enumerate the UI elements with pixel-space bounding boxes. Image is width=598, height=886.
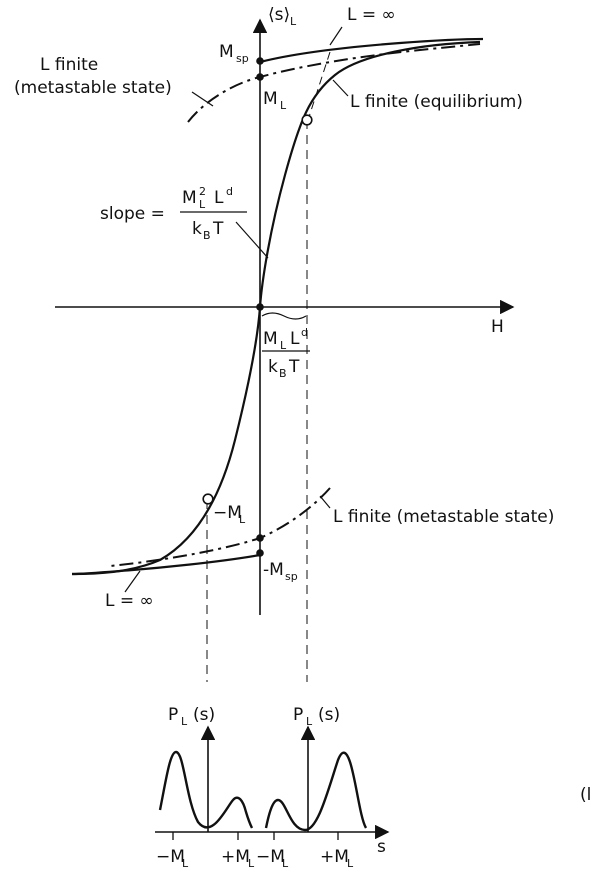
tick-label-neg-ml-1: −M (156, 847, 185, 867)
slope-den-sub: B (203, 229, 211, 242)
brace-field-width (261, 312, 307, 320)
point-neg-m-sp (256, 549, 264, 557)
tick-label-pos-ml-2: +M (320, 847, 349, 867)
slope-num-l: L (214, 188, 224, 208)
leader-metastable-bottom (319, 495, 331, 509)
curve-metastable-bottom (109, 487, 331, 567)
label-m-sp-sub: sp (236, 52, 249, 65)
tick-label-pos-ml-1-sub: L (248, 857, 255, 870)
axis-label-y: ⟨s⟩ (268, 5, 290, 25)
dashed-l-infinity-top (307, 51, 331, 121)
axis-label-y-sub: L (290, 15, 297, 28)
leader-metastable-top (191, 91, 214, 107)
label-s-axis: s (377, 837, 386, 857)
label-m-l: M (263, 89, 278, 109)
label-pl-left-sub: L (181, 715, 188, 728)
slope-num-sub: L (199, 198, 206, 211)
tick-label-pos-ml-2-sub: L (347, 857, 354, 870)
curve-metastable-top (187, 43, 481, 123)
label-neg-m-sp-sub: sp (285, 570, 298, 583)
label-m-l-sub: L (280, 99, 287, 112)
label-neg-m-sp: -M (263, 560, 284, 580)
tick-label-neg-ml-1-sub: L (182, 857, 189, 870)
label-l-finite-metastable-bottom: L finite (metastable state) (333, 507, 554, 527)
label-l-finite-metastable-top-2: (metastable state) (14, 78, 172, 98)
curve-l-finite-equilibrium (71, 40, 481, 576)
panel-letter: (l (580, 785, 591, 805)
point-m-l (256, 73, 264, 81)
field-den-sub: B (279, 367, 287, 380)
axis-label-x: H (491, 317, 504, 337)
leader-l-infinity-top (329, 26, 343, 46)
tick-label-neg-ml-2: −M (256, 847, 285, 867)
label-m-sp: M (219, 42, 234, 62)
open-point-top (301, 114, 313, 126)
label-l-infinity-top: L = ∞ (347, 5, 396, 25)
slope-den-t: T (212, 219, 224, 239)
label-neg-m-l: −M (213, 503, 242, 523)
label-pl-right: P (293, 705, 303, 725)
field-num-m: M (263, 329, 278, 349)
label-neg-m-l-sub: L (239, 513, 246, 526)
distribution-left (158, 750, 254, 829)
field-num-sub: L (280, 339, 287, 352)
leader-equilibrium (332, 79, 349, 97)
leader-slope (235, 221, 269, 259)
label-l-infinity-bottom: L = ∞ (105, 591, 154, 611)
field-den-t: T (288, 357, 300, 377)
tick-label-neg-ml-2-sub: L (282, 857, 289, 870)
label-pl-left: P (168, 705, 178, 725)
label-l-finite-equilibrium: L finite (equilibrium) (350, 92, 523, 112)
curve-l-infinity-top (259, 37, 484, 64)
field-den-k: k (268, 357, 278, 377)
slope-num-sup: 2 (199, 185, 206, 198)
field-num-l: L (290, 329, 300, 349)
slope-den-k: k (192, 219, 202, 239)
slope-num-m: M (182, 188, 197, 208)
label-pl-right-arg: (s) (318, 705, 340, 725)
leader-l-infinity-bottom (124, 570, 141, 593)
point-neg-m-l (256, 534, 264, 542)
point-m-sp (256, 57, 264, 65)
label-pl-left-arg: (s) (193, 705, 215, 725)
label-pl-right-sub: L (306, 715, 313, 728)
label-slope-word: slope = (100, 204, 165, 224)
slope-num-d: d (226, 185, 233, 198)
point-origin (256, 303, 264, 311)
tick-label-pos-ml-1: +M (221, 847, 250, 867)
field-num-d: d (301, 326, 308, 339)
open-point-bottom (202, 493, 214, 505)
distribution-right (264, 751, 368, 832)
label-l-finite-metastable-top-1: L finite (40, 55, 98, 75)
